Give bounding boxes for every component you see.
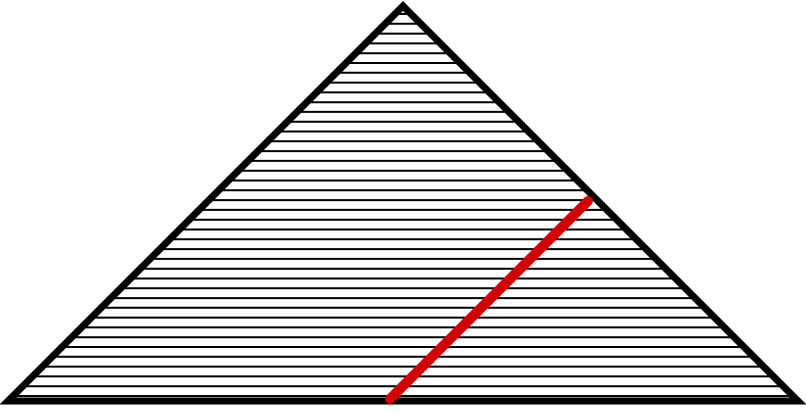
red-segment — [385, 196, 593, 404]
triangle-outline — [0, 1, 806, 405]
